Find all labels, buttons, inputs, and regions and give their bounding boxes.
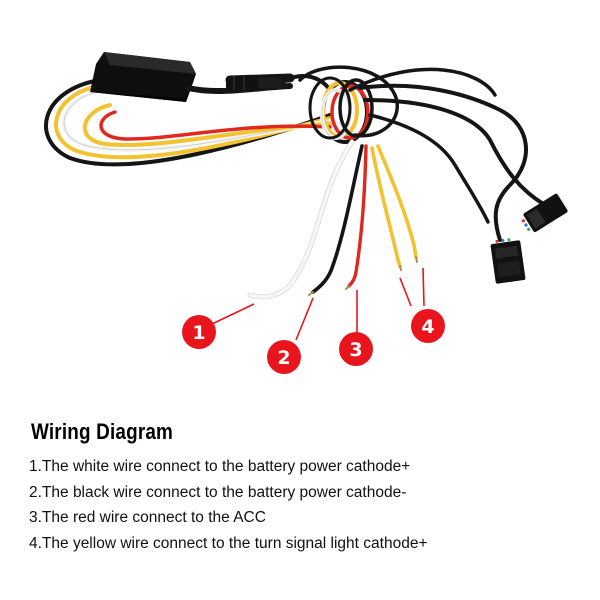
callout-badge-2: 2 [267, 340, 301, 374]
wiring-instructions-list: 1.The white wire connect to the battery … [29, 454, 428, 556]
connector-lower [490, 238, 526, 284]
wiring-diagram-heading: Wiring Diagram [31, 419, 174, 444]
wiring-harness-diagram: 1 2 3 4 [44, 52, 568, 374]
callout-number-3: 3 [349, 339, 362, 361]
red-wire [345, 144, 368, 290]
control-module-box [90, 52, 196, 102]
black-wire [308, 144, 364, 296]
left-wire-loop [44, 78, 332, 167]
instruction-black-wire: 2.The black wire connect to the battery … [29, 483, 407, 501]
callout-badge-4: 4 [411, 309, 445, 343]
callout-number-1: 1 [192, 322, 205, 344]
callout-lines [211, 267, 425, 341]
connector-upper [521, 193, 568, 233]
callout-number-2: 2 [277, 347, 290, 369]
instruction-white-wire: 1.The white wire connect to the battery … [29, 458, 411, 475]
instruction-red-wire: 3.The red wire connect to the ACC [29, 509, 266, 526]
callout-number-4: 4 [421, 316, 434, 338]
coiled-wire-loops [298, 65, 399, 144]
inline-plug-connector [226, 76, 282, 90]
white-wire [247, 139, 355, 300]
right-cable-loops [348, 67, 547, 242]
callout-badge-3: 3 [339, 332, 373, 366]
instruction-yellow-wire: 4.The yellow wire connect to the turn si… [29, 534, 428, 552]
yellow-wire-a [370, 146, 402, 271]
callout-badge-1: 1 [182, 315, 216, 349]
yellow-wire-b [376, 144, 418, 263]
